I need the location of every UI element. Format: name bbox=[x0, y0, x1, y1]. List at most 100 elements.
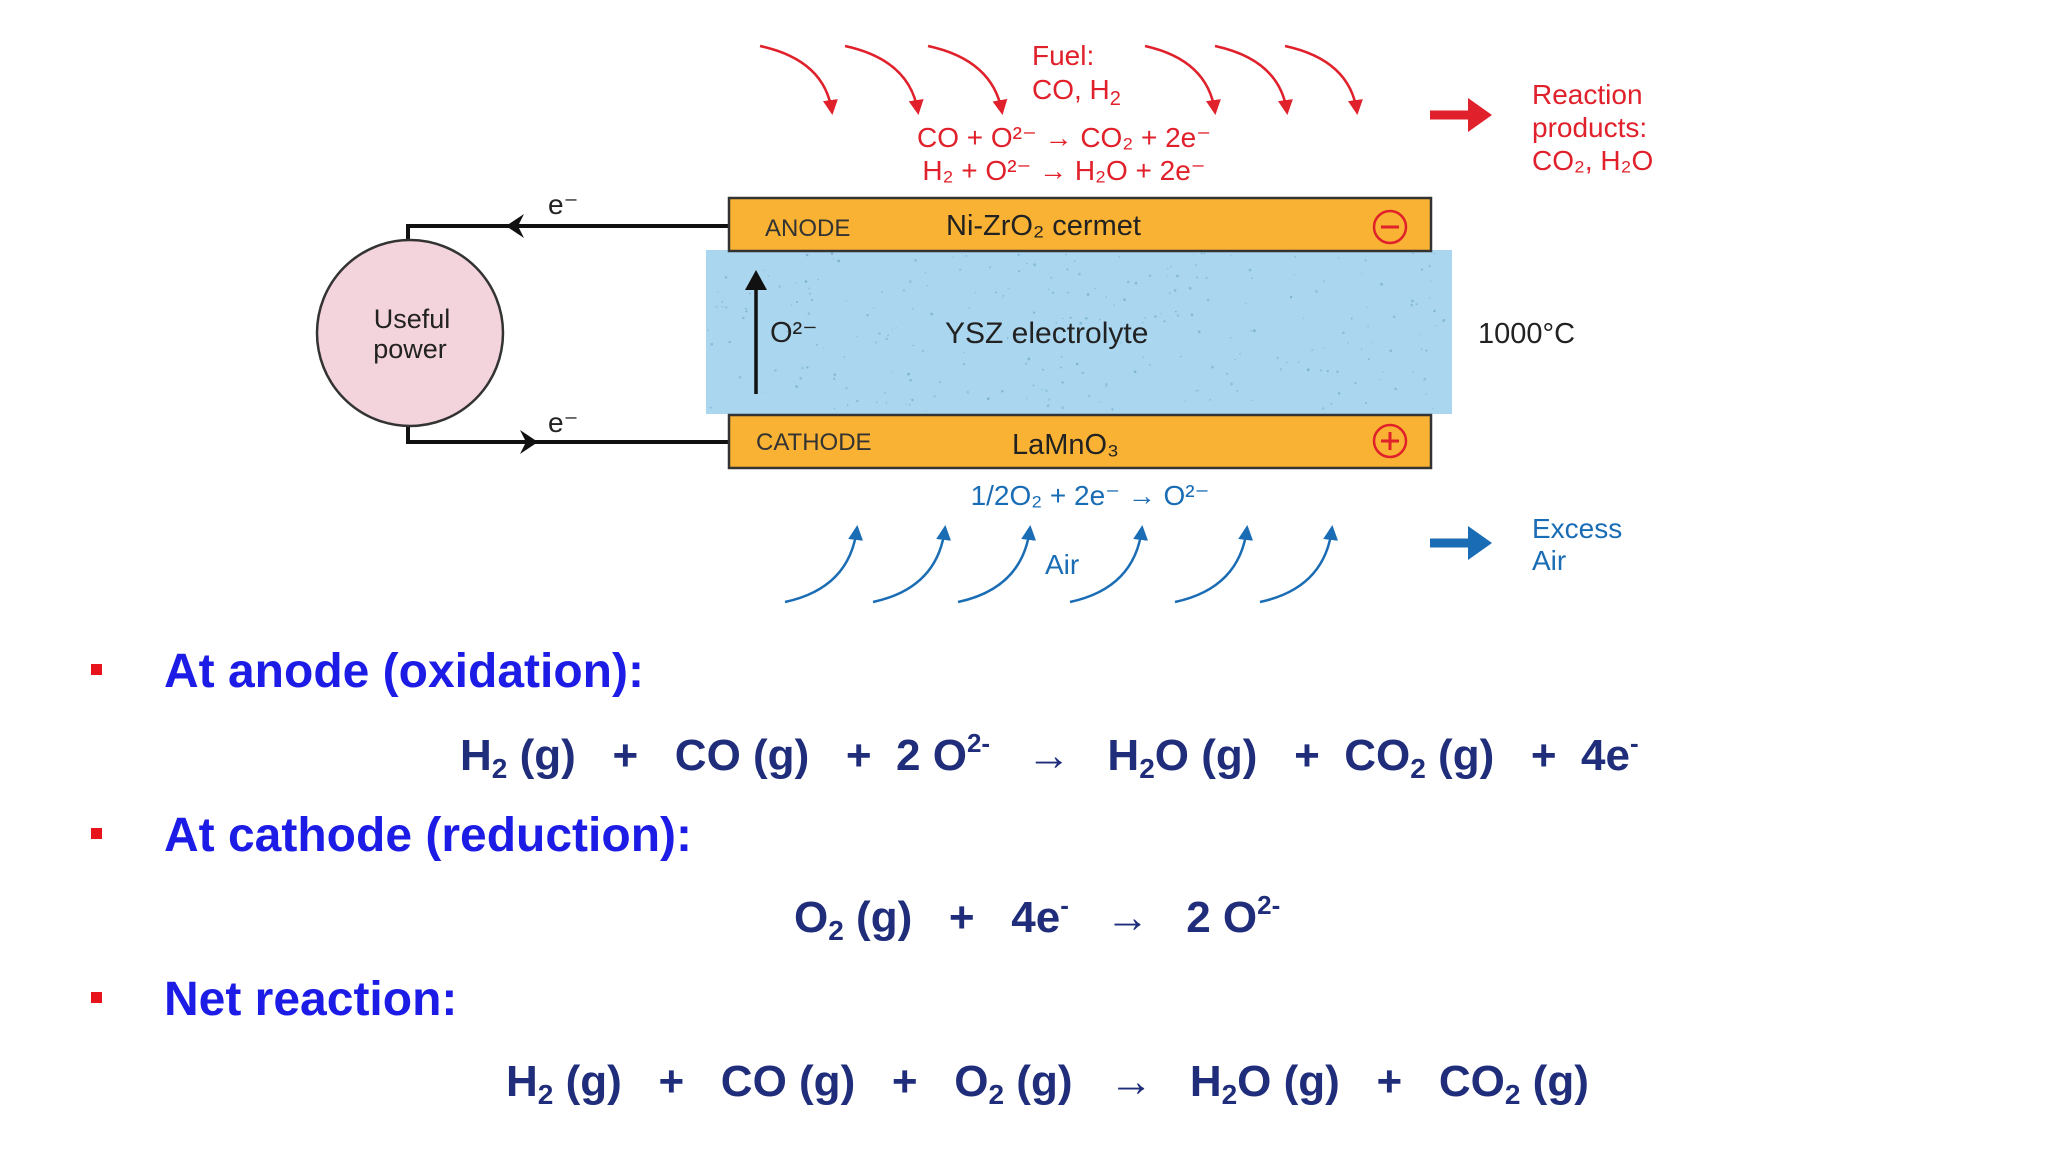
speckle-dot bbox=[822, 346, 824, 349]
speckle-dot bbox=[1251, 399, 1254, 401]
speckle-dot bbox=[774, 369, 777, 372]
speckle-dot bbox=[807, 287, 810, 290]
speckle-dot bbox=[806, 366, 809, 369]
speckle-dot bbox=[1302, 317, 1305, 319]
net-equation: H2 (g) + CO (g) + O2 (g) → H2O (g) + CO2… bbox=[506, 1057, 1589, 1110]
speckle-dot bbox=[843, 356, 846, 358]
speckle-dot bbox=[808, 292, 812, 296]
anode-layer bbox=[727, 196, 1433, 253]
speckle-dot bbox=[1286, 361, 1288, 364]
speckle-dot bbox=[1036, 339, 1038, 341]
speckle-dot bbox=[1105, 296, 1108, 299]
speckle-dot bbox=[1412, 252, 1414, 255]
speckle-dot bbox=[1113, 304, 1115, 306]
speckle-dot bbox=[1065, 253, 1067, 256]
useful-power-line2: power bbox=[373, 334, 447, 364]
speckle-dot bbox=[933, 395, 936, 398]
speckle-dot bbox=[952, 256, 954, 258]
speckle-dot bbox=[1050, 276, 1053, 279]
speckle-dot bbox=[744, 307, 747, 310]
speckle-dot bbox=[1120, 341, 1122, 344]
fuel-flow-arrows bbox=[759, 44, 1363, 115]
speckle-dot bbox=[846, 404, 849, 407]
speckle-dot bbox=[745, 310, 748, 313]
speckle-dot bbox=[1046, 404, 1050, 408]
speckle-dot bbox=[1045, 338, 1048, 342]
speckle-dot bbox=[1195, 390, 1197, 392]
electrolyte-label: YSZ electrolyte bbox=[945, 317, 1148, 350]
oxide-ion-arrowhead bbox=[745, 270, 767, 290]
speckle-dot bbox=[987, 397, 990, 400]
fuel-arrow bbox=[1284, 44, 1363, 115]
air-arrow bbox=[1259, 525, 1339, 604]
air-label: Air bbox=[1045, 549, 1079, 580]
products-label-line3: CO₂, H₂O bbox=[1532, 145, 1653, 176]
speckle-dot bbox=[1099, 318, 1101, 321]
speckle-dot bbox=[1293, 273, 1296, 276]
speckle-dot bbox=[815, 343, 818, 346]
fuel-arrow bbox=[844, 44, 924, 115]
speckle-dot bbox=[950, 332, 952, 335]
speckle-dot bbox=[1412, 371, 1414, 374]
speckle-dot bbox=[1078, 272, 1081, 276]
fuel-species: CO, H2 bbox=[1032, 74, 1121, 110]
speckle-dot bbox=[1105, 382, 1108, 386]
speckle-dot bbox=[728, 340, 732, 344]
speckle-dot bbox=[1197, 389, 1199, 392]
speckle-dot bbox=[1045, 389, 1048, 392]
speckle-dot bbox=[817, 278, 820, 281]
speckle-dot bbox=[1321, 407, 1325, 410]
speckle-dot bbox=[1230, 254, 1232, 257]
speckle-dot bbox=[707, 328, 710, 332]
speckle-dot bbox=[804, 280, 808, 283]
cathode-label: CATHODE bbox=[756, 429, 872, 456]
speckle-dot bbox=[989, 266, 992, 269]
speckle-dot bbox=[1239, 353, 1241, 355]
cathode-layer bbox=[727, 413, 1433, 470]
speckle-dot bbox=[1190, 313, 1194, 317]
speckle-dot bbox=[725, 306, 728, 309]
speckle-dot bbox=[1379, 378, 1382, 381]
speckle-dot bbox=[1297, 361, 1300, 364]
speckle-dot bbox=[908, 280, 912, 283]
speckle-dot bbox=[832, 258, 834, 260]
speckle-dot bbox=[1069, 316, 1072, 319]
speckle-dot bbox=[1081, 371, 1084, 375]
speckle-dot bbox=[1148, 363, 1151, 367]
speckle-dot bbox=[1175, 274, 1179, 278]
cathode-heading: At cathode (reduction): bbox=[164, 809, 692, 862]
speckle-dot bbox=[1167, 274, 1169, 277]
speckle-dot bbox=[1118, 255, 1121, 258]
speckle-dot bbox=[1084, 316, 1088, 320]
speckle-dot bbox=[1160, 313, 1162, 315]
positive-terminal-icon bbox=[1372, 423, 1408, 459]
fuel-arrow bbox=[759, 44, 838, 115]
speckle-dot bbox=[1425, 393, 1428, 396]
speckle-dot bbox=[1079, 321, 1083, 325]
speckle-dot bbox=[1141, 322, 1144, 324]
speckle-dot bbox=[1071, 340, 1073, 343]
speckle-dot bbox=[1042, 368, 1044, 371]
speckle-dot bbox=[1066, 268, 1069, 271]
speckle-dot bbox=[1411, 299, 1414, 303]
anode-heading: At anode (oxidation): bbox=[164, 645, 644, 698]
speckle-dot bbox=[1421, 268, 1424, 271]
speckle-dot bbox=[807, 312, 811, 315]
speckle-dot bbox=[1105, 385, 1108, 388]
speckle-dot bbox=[810, 298, 814, 302]
speckle-dot bbox=[786, 330, 789, 333]
speckle-dot bbox=[1073, 260, 1076, 263]
speckle-dot bbox=[1007, 287, 1010, 290]
speckle-dot bbox=[1430, 280, 1432, 282]
electrolyte-layer bbox=[706, 250, 1452, 414]
speckle-dot bbox=[1200, 252, 1203, 255]
speckle-dot bbox=[799, 376, 803, 380]
speckle-dot bbox=[1236, 389, 1239, 392]
bullet-anode bbox=[91, 664, 102, 675]
speckle-dot bbox=[1066, 291, 1069, 294]
speckle-dot bbox=[763, 269, 766, 272]
speckle-dot bbox=[724, 276, 728, 279]
speckle-dot bbox=[1017, 338, 1021, 342]
speckle-dot bbox=[795, 385, 798, 388]
speckle-dot bbox=[890, 371, 892, 373]
